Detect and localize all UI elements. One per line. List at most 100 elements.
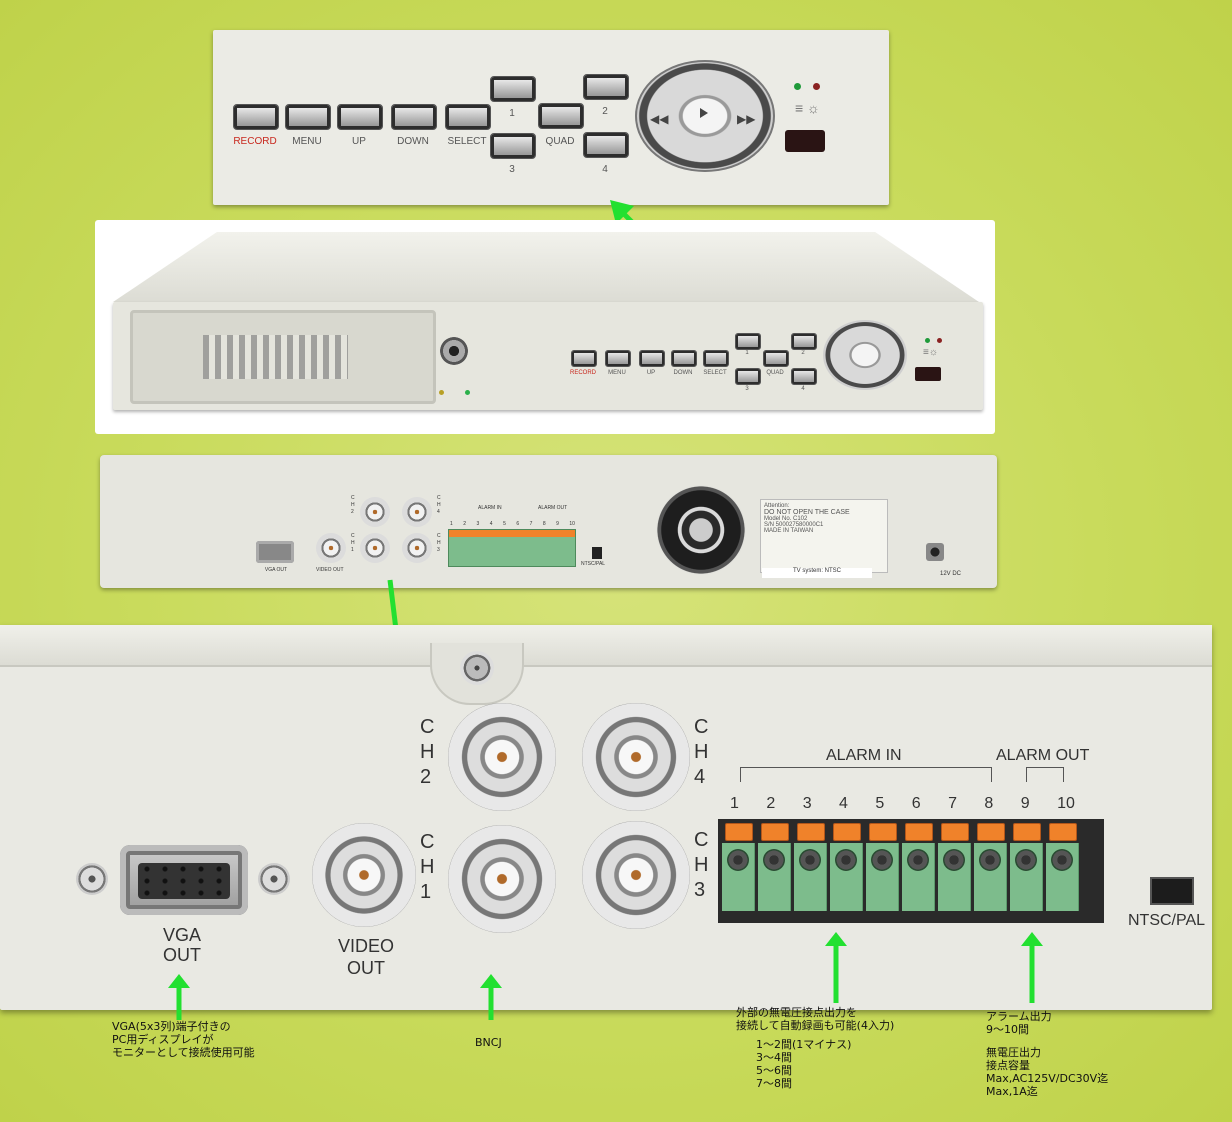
hdd-key-lock[interactable]	[440, 337, 468, 365]
terminal-number-9: 9	[1020, 795, 1030, 812]
ntsc-pal-switch[interactable]	[1150, 877, 1194, 905]
tv-system-tag: TV system: NTSC	[762, 568, 872, 578]
arrow-bnc	[480, 974, 502, 1020]
angled-select-label: SELECT	[703, 370, 727, 376]
ch2-label-c: C	[420, 716, 435, 738]
video-label-line2: OUT	[347, 958, 385, 978]
angled-channel-2-button[interactable]	[791, 333, 817, 350]
down-button[interactable]	[391, 104, 437, 130]
angled-menu-button[interactable]	[605, 350, 631, 367]
video-out-bnc[interactable]	[312, 823, 416, 927]
channel-4-label: 4	[602, 164, 608, 175]
bnc-ch1[interactable]	[448, 825, 556, 933]
angled-channel-3-button[interactable]	[735, 368, 761, 385]
quad-button[interactable]	[538, 103, 584, 129]
terminal-3[interactable]	[794, 823, 827, 911]
angled-navigation-pad[interactable]	[823, 320, 907, 390]
rear-bnc-ch2[interactable]	[360, 497, 390, 527]
record-button[interactable]	[233, 104, 279, 130]
channel-3-button[interactable]	[490, 133, 536, 159]
bnc-ch4[interactable]	[582, 703, 690, 811]
rear-bnc-ch4[interactable]	[402, 497, 432, 527]
vga-annotation: VGA(5x3列)端子付きの PC用ディスプレイが モニターとして接続使用可能	[112, 1020, 255, 1059]
channel-1-button[interactable]	[490, 76, 536, 102]
menu-button[interactable]	[285, 104, 331, 130]
menu-label: MENU	[292, 136, 322, 147]
angled-view-frame: RECORD MENU UP DOWN SELECT 1 2 QUAD 3 4 …	[95, 220, 995, 434]
angled-select-button[interactable]	[703, 350, 729, 367]
sticker-model: Model No. C102	[764, 516, 808, 522]
angled-down-button[interactable]	[671, 350, 697, 367]
angled-quad-button[interactable]	[763, 350, 789, 367]
select-button[interactable]	[445, 104, 491, 130]
ch2-label-h: H	[420, 741, 435, 763]
angled-channel-1-button[interactable]	[735, 333, 761, 350]
angled-record-button[interactable]	[571, 350, 597, 367]
terminal-9[interactable]	[1010, 823, 1043, 911]
rear-ntsc-label: NTSC/PAL	[581, 561, 606, 567]
alarm-pair-5-6: 5～6間	[756, 1064, 792, 1077]
terminal-number-8: 8	[984, 795, 994, 812]
terminal-4[interactable]	[830, 823, 863, 911]
angled-record-label: RECORD	[569, 370, 596, 376]
angled-quad-label: QUAD	[766, 370, 784, 376]
alarm-in-bracket	[740, 767, 992, 782]
rear-bnc-ch3[interactable]	[402, 533, 432, 563]
terminal-5[interactable]	[866, 823, 899, 911]
terminal-10[interactable]	[1046, 823, 1079, 911]
rear-vga-port[interactable]	[256, 541, 294, 563]
rear-bnc-ch1[interactable]	[360, 533, 390, 563]
vga-annotation-line3: モニターとして接続使用可能	[112, 1046, 255, 1059]
sticker-serial: S/N 500027580000C1	[764, 522, 824, 528]
down-label: DOWN	[397, 136, 429, 147]
sticker-made: MADE IN TAIWAN	[764, 528, 814, 534]
alarm-out-annotation-line2: 9～10間	[986, 1023, 1029, 1036]
alarm-in-annotation: 外部の無電圧接点出力を 接続して自動録画も可能(4入力)	[736, 1006, 894, 1032]
angled-led-green	[925, 338, 930, 343]
alarm-out-spec-line3: Max,AC125V/DC30V迄	[986, 1072, 1109, 1085]
angled-channel-3-label: 3	[745, 386, 749, 392]
rear-terminal-block[interactable]	[448, 529, 576, 567]
terminal-number-3: 3	[802, 795, 812, 812]
channel-4-button[interactable]	[583, 132, 629, 158]
vga-port[interactable]	[120, 845, 248, 915]
vga-label-line2: OUT	[163, 945, 201, 965]
rear-ntsc-switch[interactable]	[592, 547, 602, 559]
case-screw-icon	[460, 651, 494, 685]
rear-video-out-bnc[interactable]	[316, 533, 346, 563]
status-led-green	[794, 83, 801, 90]
terminal-number-5: 5	[875, 795, 885, 812]
terminal-number-6: 6	[911, 795, 921, 812]
up-button[interactable]	[337, 104, 383, 130]
arrow-vga	[168, 974, 190, 1020]
rear-power-jack[interactable]	[926, 543, 944, 561]
bnc-ch3[interactable]	[582, 821, 690, 929]
bnc-ch2[interactable]	[448, 703, 556, 811]
terminal-1[interactable]	[722, 823, 755, 911]
terminal-2[interactable]	[758, 823, 791, 911]
terminal-6[interactable]	[902, 823, 935, 911]
terminal-8[interactable]	[974, 823, 1007, 911]
terminal-number-10: 10	[1057, 795, 1075, 812]
alarm-pair-1-2: 1～2間(1マイナス)	[756, 1038, 852, 1051]
angled-channel-4-button[interactable]	[791, 368, 817, 385]
rear-power-label: 12V DC	[940, 571, 962, 577]
alarm-in-annotation-line1: 外部の無電圧接点出力を	[736, 1006, 857, 1019]
channel-2-button[interactable]	[583, 74, 629, 100]
alarm-pair-7-8: 7～8間	[756, 1077, 792, 1090]
ch4-label-h: H	[694, 741, 709, 763]
dvr-front-panel: RECORD MENU UP DOWN SELECT 1 2 QUAD 3 4 …	[213, 30, 889, 205]
terminal-number-4: 4	[839, 795, 848, 812]
rear-label-sticker: Attention: DO NOT OPEN THE CASE Model No…	[760, 499, 888, 573]
vga-thumbscrew-right	[258, 863, 290, 895]
channel-1-label: 1	[509, 108, 515, 119]
status-led-red	[813, 83, 820, 90]
angled-channel-2-label: 2	[801, 350, 805, 356]
angled-up-button[interactable]	[639, 350, 665, 367]
terminal-7[interactable]	[938, 823, 971, 911]
